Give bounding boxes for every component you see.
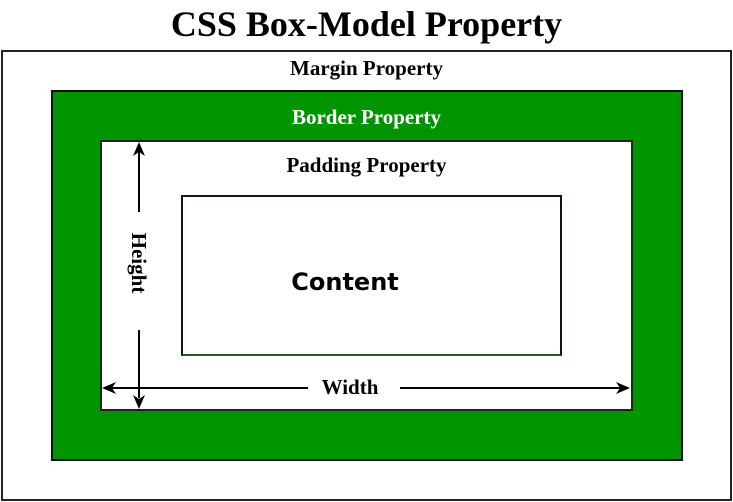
margin-label: Margin Property <box>290 56 443 80</box>
content-label: Content <box>291 268 399 296</box>
height-label: Height <box>127 232 151 294</box>
width-label: Width <box>321 375 379 399</box>
border-label: Border Property <box>291 105 442 129</box>
padding-label: Padding Property <box>286 153 447 177</box>
content-box <box>181 195 562 356</box>
diagram-title: CSS Box-Model Property <box>170 4 563 44</box>
